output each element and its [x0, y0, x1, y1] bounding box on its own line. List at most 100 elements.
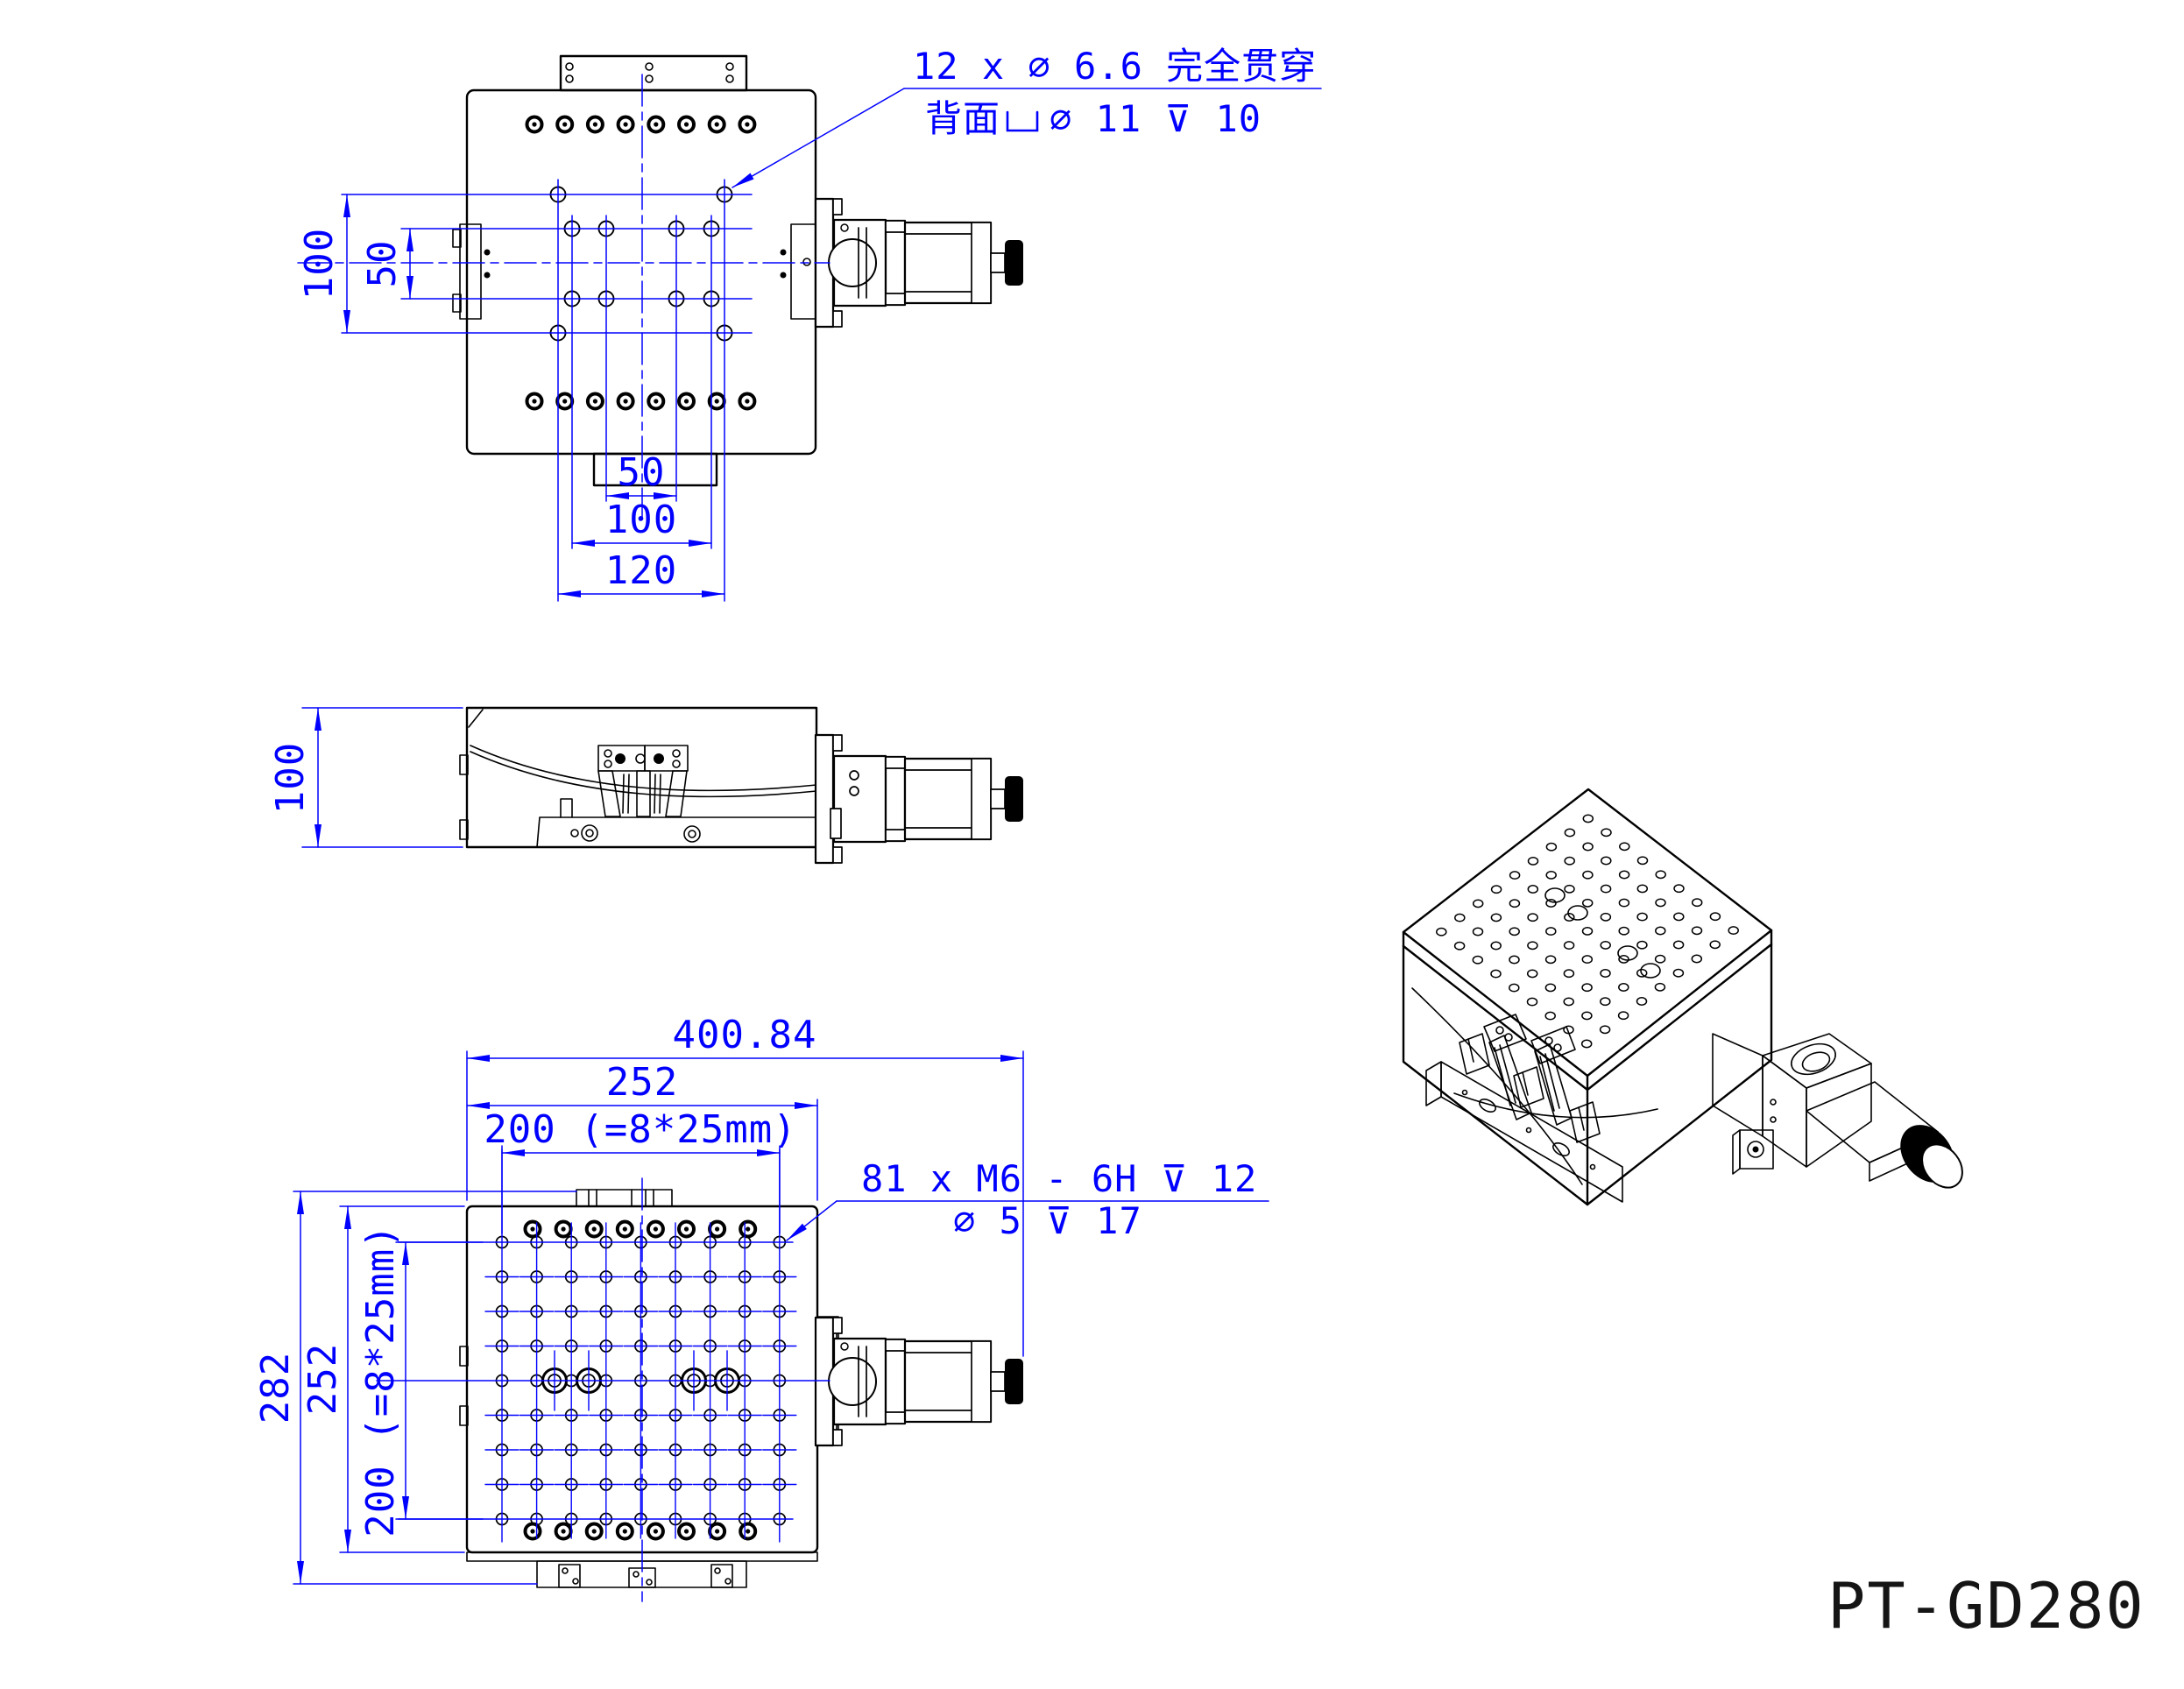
counterbore-icon	[1006, 110, 1039, 132]
dim-bottom-overall-height: 282	[253, 1352, 298, 1424]
iso-hole	[1618, 898, 1630, 908]
dim-bottom-overall-width: 400.84	[673, 1013, 817, 1057]
iso-hole	[1654, 954, 1666, 964]
iso-hole	[1582, 870, 1594, 880]
iso-hole	[1545, 870, 1557, 880]
counterbore-hole	[647, 115, 666, 134]
labels: 12 x ∅ 6.6 完全贯穿 背面 ∅ 11 ⊽ 10 100 50 50 1…	[253, 45, 2144, 1643]
counterbore-hole	[555, 115, 575, 134]
bottom-tab	[592, 452, 718, 487]
motor-part	[971, 1340, 992, 1423]
motor-part	[830, 808, 842, 839]
counterbore-hole	[738, 115, 757, 134]
counterbore-hole	[616, 115, 635, 134]
counterbore-hole	[525, 115, 544, 134]
manual-knob	[1005, 1359, 1023, 1404]
iso-hole	[1636, 997, 1648, 1006]
iso-hole	[1654, 982, 1666, 992]
motor-part	[885, 756, 906, 769]
dim-top-col-mid: 100	[605, 498, 677, 542]
motor-assembly-top	[814, 197, 1023, 329]
iso-hole	[1600, 997, 1611, 1007]
iso-hole	[1580, 1039, 1593, 1049]
counterbore-hole	[523, 1219, 542, 1239]
leader-top-note	[732, 88, 905, 188]
dim-top-row-outer: 100	[297, 228, 342, 300]
iso-motor-assembly	[1712, 1033, 1963, 1189]
motor-part	[990, 1371, 1006, 1392]
iso-hole	[1600, 940, 1611, 950]
iso-hole	[1581, 926, 1594, 936]
dim-bottom-table-width: 252	[606, 1060, 678, 1105]
motor-part	[832, 1317, 843, 1334]
motor-part	[885, 1339, 906, 1352]
iso-hole	[1691, 898, 1703, 908]
counterbore-hole	[707, 115, 726, 134]
iso-hole	[1545, 927, 1557, 936]
iso-hole	[1691, 954, 1703, 964]
iso-through-slots	[1544, 887, 1661, 979]
iso-hole	[1564, 884, 1575, 894]
iso-hole	[1581, 983, 1593, 993]
motor-part	[814, 733, 835, 865]
iso-hole	[1618, 926, 1629, 936]
motor-assembly-bottom	[814, 1316, 1023, 1447]
iso-hole	[1563, 969, 1575, 979]
dimensions-layer	[293, 74, 1322, 1602]
iso-right-face	[1586, 943, 1773, 1206]
front-view	[459, 706, 1023, 865]
iso-hole	[1472, 927, 1484, 936]
motor-part	[832, 846, 843, 864]
bottom-thread-note-line2: ∅ 5 ⊽ 17	[953, 1199, 1142, 1242]
iso-hole	[1490, 913, 1502, 922]
iso-hole	[1509, 983, 1520, 993]
iso-hole	[1673, 884, 1685, 894]
motor-part	[885, 220, 906, 233]
iso-hole	[1709, 940, 1721, 950]
bracket-holes	[565, 62, 734, 83]
top-hole-note-line1: 12 x ∅ 6.6 完全贯穿	[913, 45, 1317, 88]
iso-hole	[1526, 997, 1538, 1007]
iso-hole	[1673, 912, 1685, 922]
dim-bottom-grid-height: 200 (=8*25mm)	[358, 1224, 403, 1537]
iso-hole	[1509, 955, 1520, 965]
dim-top-col-outer: 120	[605, 548, 677, 593]
motor-part	[884, 1338, 907, 1425]
iso-hole	[1636, 940, 1648, 950]
iso-hole	[1581, 898, 1594, 908]
worm-housing	[828, 1357, 877, 1406]
iso-hole	[1545, 842, 1558, 852]
iso-hole	[1490, 885, 1502, 894]
iso-hole	[1691, 926, 1703, 936]
counterbore-hole	[525, 392, 544, 411]
iso-top-holes	[1436, 814, 1739, 1049]
iso-hole	[1655, 870, 1666, 880]
iso-hole	[1509, 899, 1521, 908]
motor-part	[971, 222, 992, 304]
counterbore-hole	[584, 1522, 604, 1541]
worm-sector-mechanism	[536, 745, 817, 848]
motor-part	[884, 755, 907, 843]
iso-hole	[1599, 1025, 1611, 1035]
counterbore-hole	[647, 392, 666, 411]
counterbore-hole	[585, 392, 604, 411]
iso-hole	[1600, 884, 1612, 894]
dim-top-row-inner: 50	[360, 240, 405, 288]
motor-part	[832, 310, 843, 328]
iso-hole	[1527, 941, 1538, 951]
iso-hole	[1527, 913, 1538, 922]
iso-hole	[1728, 926, 1739, 936]
worm-housing	[828, 238, 877, 287]
iso-hole	[1619, 842, 1630, 852]
iso-hole	[1672, 940, 1685, 950]
iso-hole	[1526, 969, 1538, 979]
counterbore-hole	[646, 1219, 665, 1239]
iso-hole	[1655, 926, 1666, 936]
counterbore-hole	[677, 1522, 696, 1541]
reference-dots	[484, 249, 811, 279]
iso-hole	[1617, 1011, 1629, 1021]
counterbore-hole	[584, 1219, 604, 1239]
iso-hole	[1563, 997, 1574, 1007]
